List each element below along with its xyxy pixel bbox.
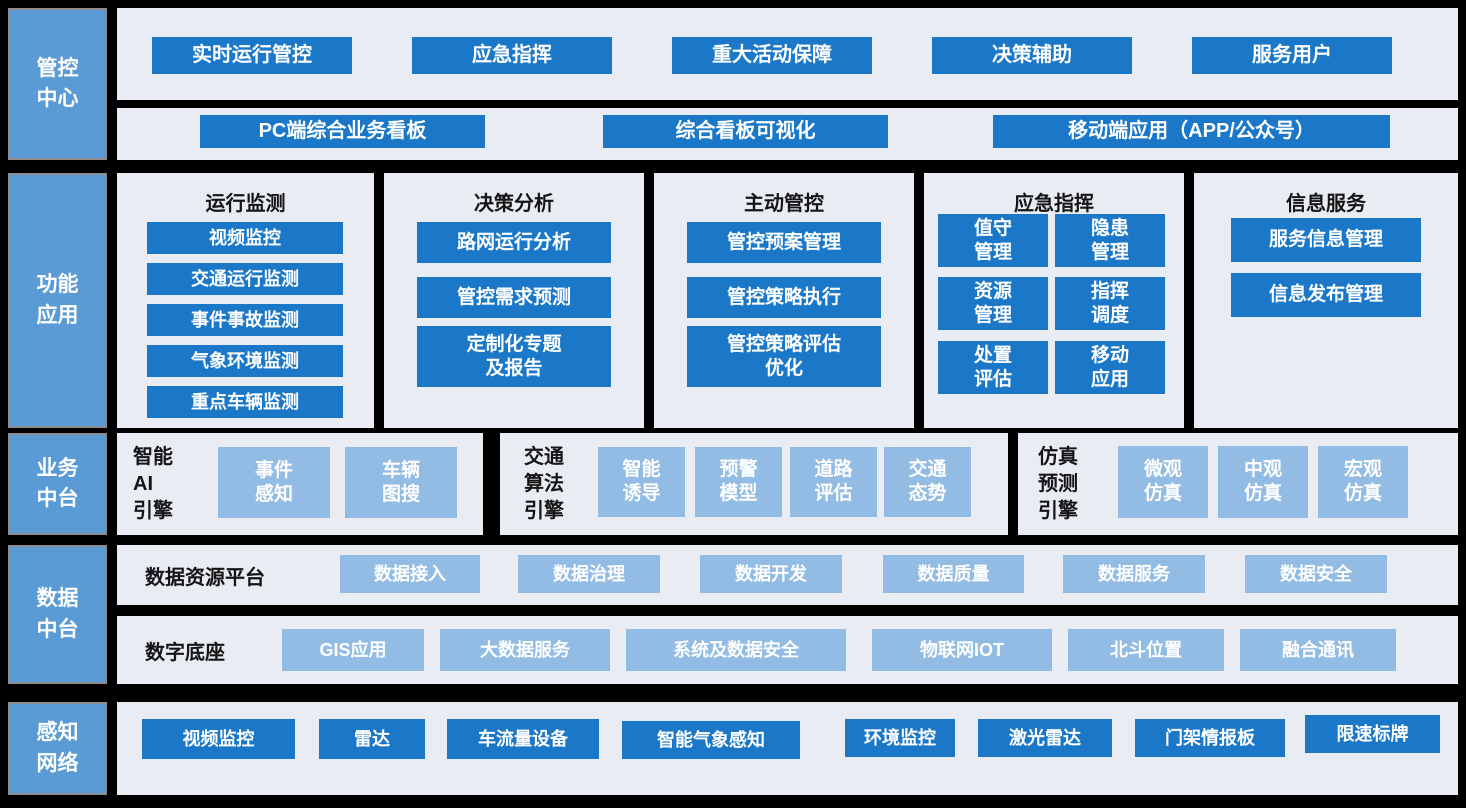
sensing-chip[interactable]: 智能气象感知 xyxy=(622,721,800,759)
function-col-title: 决策分析 xyxy=(474,193,554,215)
function-chip[interactable]: 值守 管理 xyxy=(938,214,1048,267)
sensing-chip[interactable]: 车流量设备 xyxy=(447,719,599,759)
sidebar-layer-sensing-network: 感知 网络 xyxy=(8,702,107,795)
control-chip-pc-dashboard[interactable]: PC端综合业务看板 xyxy=(200,115,485,148)
business-group-traffic-algorithm-engine: 交通 算法 引擎 智能 诱导 预警 模型 道路 评估 交通 态势 xyxy=(500,433,1008,535)
function-chip[interactable]: 管控策略评估 优化 xyxy=(687,326,881,387)
business-chip[interactable]: 道路 评估 xyxy=(790,447,877,517)
function-col-title: 运行监测 xyxy=(205,193,286,215)
data-row-label: 数据资源平台 xyxy=(145,566,265,589)
data-chip[interactable]: 数据治理 xyxy=(518,555,660,593)
function-col-title: 应急指挥 xyxy=(1014,193,1094,215)
digital-base-panel: 数字底座 GIS应用 大数据服务 系统及数据安全 物联网IOT 北斗位置 融合通… xyxy=(117,616,1458,684)
function-col-emergency-command: 应急指挥 值守 管理 隐患 管理 资源 管理 指挥 调度 处置 评估 移动 应用 xyxy=(924,173,1184,428)
control-chip-visual-dashboard[interactable]: 综合看板可视化 xyxy=(603,115,888,148)
control-chip-realtime-ops[interactable]: 实时运行管控 xyxy=(152,37,352,74)
control-center-row2-panel: PC端综合业务看板 综合看板可视化 移动端应用（APP/公众号） xyxy=(117,108,1458,160)
function-chip[interactable]: 路网运行分析 xyxy=(417,222,611,263)
sensing-chip[interactable]: 限速标牌 xyxy=(1305,715,1440,753)
data-chip[interactable]: 数据质量 xyxy=(883,555,1024,593)
function-chip[interactable]: 隐患 管理 xyxy=(1055,214,1165,267)
sensing-chip[interactable]: 激光雷达 xyxy=(978,719,1112,757)
sidebar-layer-business-platform: 业务 中台 xyxy=(8,433,107,535)
business-group-label: 智能 AI 引擎 xyxy=(133,445,173,522)
data-resource-platform-panel: 数据资源平台 数据接入 数据治理 数据开发 数据质量 数据服务 数据安全 xyxy=(117,545,1458,605)
sidebar-layer-function-apps: 功能 应用 xyxy=(8,173,107,428)
function-col-monitoring: 运行监测 视频监控 交通运行监测 事件事故监测 气象环境监测 重点车辆监测 xyxy=(117,173,374,428)
sensing-chip[interactable]: 环境监控 xyxy=(845,719,955,757)
function-col-decision-analysis: 决策分析 路网运行分析 管控需求预测 定制化专题 及报告 xyxy=(384,173,644,428)
function-chip[interactable]: 信息发布管理 xyxy=(1231,273,1421,317)
function-chip[interactable]: 管控需求预测 xyxy=(417,277,611,318)
sidebar-layer-control-center: 管控 中心 xyxy=(8,8,107,160)
sensing-network-panel: 视频监控 雷达 车流量设备 智能气象感知 环境监控 激光雷达 门架情报板 限速标… xyxy=(117,702,1458,795)
function-col-active-control: 主动管控 管控预案管理 管控策略执行 管控策略评估 优化 xyxy=(654,173,914,428)
function-chip[interactable]: 视频监控 xyxy=(147,222,343,254)
data-chip[interactable]: 北斗位置 xyxy=(1068,629,1224,671)
function-col-title: 主动管控 xyxy=(744,193,824,215)
sensing-chip[interactable]: 门架情报板 xyxy=(1135,719,1285,757)
function-chip[interactable]: 服务信息管理 xyxy=(1231,218,1421,262)
control-chip-service-users[interactable]: 服务用户 xyxy=(1192,37,1392,74)
data-chip[interactable]: 系统及数据安全 xyxy=(626,629,846,671)
business-chip[interactable]: 中观 仿真 xyxy=(1218,446,1308,518)
data-chip[interactable]: 物联网IOT xyxy=(872,629,1052,671)
data-chip[interactable]: 数据服务 xyxy=(1063,555,1205,593)
function-col-title: 信息服务 xyxy=(1286,193,1366,215)
business-group-label: 仿真 预测 引擎 xyxy=(1038,445,1078,522)
business-group-simulation-engine: 仿真 预测 引擎 微观 仿真 中观 仿真 宏观 仿真 xyxy=(1018,433,1458,535)
function-chip[interactable]: 管控策略执行 xyxy=(687,277,881,318)
data-chip[interactable]: 数据开发 xyxy=(700,555,842,593)
business-chip[interactable]: 交通 态势 xyxy=(884,447,971,517)
business-chip[interactable]: 宏观 仿真 xyxy=(1318,446,1408,518)
sidebar-layer-data-platform: 数据 中台 xyxy=(8,545,107,684)
function-chip[interactable]: 管控预案管理 xyxy=(687,222,881,263)
data-chip[interactable]: GIS应用 xyxy=(282,629,424,671)
control-chip-mobile-app[interactable]: 移动端应用（APP/公众号） xyxy=(993,115,1390,148)
data-row-label: 数字底座 xyxy=(145,641,225,664)
business-group-label: 交通 算法 引擎 xyxy=(524,445,564,522)
function-chip[interactable]: 移动 应用 xyxy=(1055,341,1165,394)
function-col-info-service: 信息服务 服务信息管理 信息发布管理 xyxy=(1194,173,1458,428)
business-group-ai-engine: 智能 AI 引擎 事件 感知 车辆 图搜 xyxy=(117,433,483,535)
function-chip[interactable]: 定制化专题 及报告 xyxy=(417,326,611,387)
data-chip[interactable]: 数据安全 xyxy=(1245,555,1387,593)
control-chip-emergency[interactable]: 应急指挥 xyxy=(412,37,612,74)
sensing-chip[interactable]: 视频监控 xyxy=(142,719,295,759)
control-chip-major-events[interactable]: 重大活动保障 xyxy=(672,37,872,74)
business-chip[interactable]: 预警 模型 xyxy=(695,447,782,517)
business-chip[interactable]: 微观 仿真 xyxy=(1118,446,1208,518)
data-chip[interactable]: 融合通讯 xyxy=(1240,629,1396,671)
business-chip[interactable]: 车辆 图搜 xyxy=(345,447,457,518)
business-chip[interactable]: 智能 诱导 xyxy=(598,447,685,517)
function-chip[interactable]: 交通运行监测 xyxy=(147,263,343,295)
function-chip[interactable]: 事件事故监测 xyxy=(147,304,343,336)
business-chip[interactable]: 事件 感知 xyxy=(218,447,330,518)
control-chip-decision-aid[interactable]: 决策辅助 xyxy=(932,37,1132,74)
function-chip[interactable]: 指挥 调度 xyxy=(1055,277,1165,330)
data-chip[interactable]: 数据接入 xyxy=(340,555,480,593)
control-center-row1-panel: 实时运行管控 应急指挥 重大活动保障 决策辅助 服务用户 xyxy=(117,8,1458,100)
function-chip[interactable]: 处置 评估 xyxy=(938,341,1048,394)
function-chip[interactable]: 资源 管理 xyxy=(938,277,1048,330)
function-chip[interactable]: 重点车辆监测 xyxy=(147,386,343,418)
function-chip[interactable]: 气象环境监测 xyxy=(147,345,343,377)
data-chip[interactable]: 大数据服务 xyxy=(440,629,610,671)
sensing-chip[interactable]: 雷达 xyxy=(319,719,425,759)
